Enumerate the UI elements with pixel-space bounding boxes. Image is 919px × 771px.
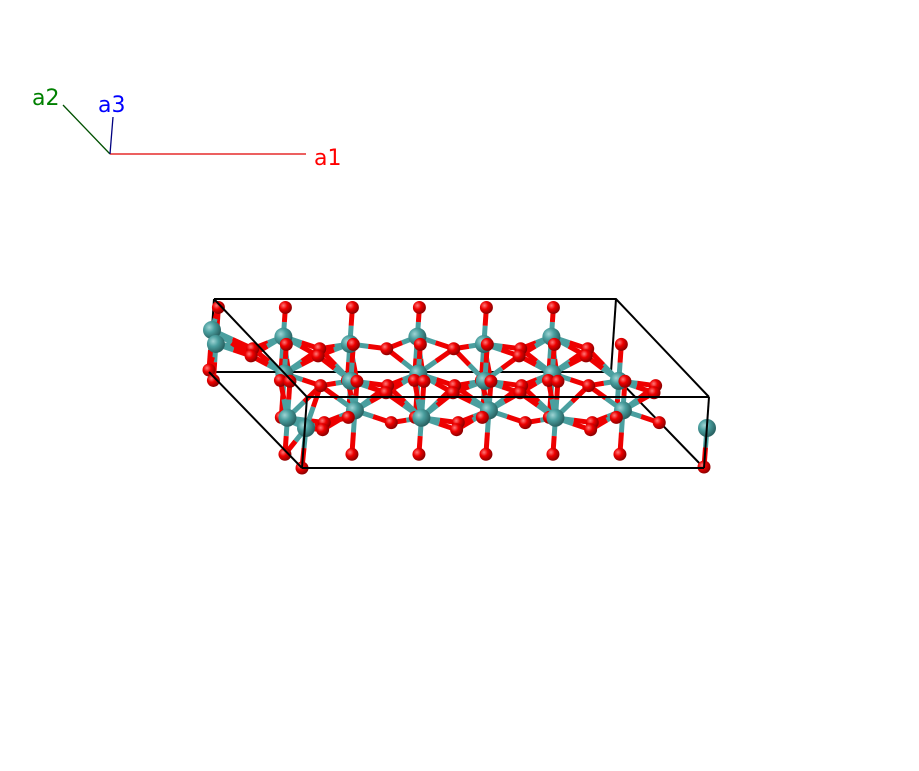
axis-a3-line bbox=[109, 116, 114, 155]
oxygen-atom[interactable] bbox=[341, 410, 355, 424]
oxygen-atom[interactable] bbox=[480, 337, 494, 351]
oxygen-atom[interactable] bbox=[450, 423, 464, 437]
oxygen-atom[interactable] bbox=[613, 447, 627, 461]
oxygen-atom[interactable] bbox=[314, 379, 328, 393]
oxygen-atom[interactable] bbox=[311, 349, 325, 363]
oxygen-atom[interactable] bbox=[384, 416, 398, 430]
oxygen-atom[interactable] bbox=[512, 349, 526, 363]
oxygen-atom[interactable] bbox=[447, 342, 461, 356]
oxygen-atom[interactable] bbox=[206, 373, 220, 387]
oxygen-atom[interactable] bbox=[609, 410, 623, 424]
oxygen-atom[interactable] bbox=[479, 300, 493, 314]
oxygen-atom[interactable] bbox=[278, 447, 292, 461]
oxygen-atom[interactable] bbox=[475, 410, 489, 424]
oxygen-atom[interactable] bbox=[283, 374, 297, 388]
oxygen-atom[interactable] bbox=[407, 373, 421, 387]
oxygen-atom[interactable] bbox=[345, 300, 359, 314]
axis-a2-label: a2 bbox=[32, 86, 59, 111]
oxygen-atom[interactable] bbox=[350, 374, 364, 388]
oxygen-atom[interactable] bbox=[278, 300, 292, 314]
oxygen-atom[interactable] bbox=[346, 337, 360, 351]
oxygen-atom[interactable] bbox=[211, 300, 225, 314]
axis-a2-line bbox=[62, 104, 111, 155]
oxygen-atom[interactable] bbox=[652, 416, 666, 430]
oxygen-atom[interactable] bbox=[551, 374, 565, 388]
atoms-layer bbox=[202, 300, 716, 475]
axis-indicator: a1 a2 a3 bbox=[32, 86, 341, 171]
oxygen-atom[interactable] bbox=[345, 447, 359, 461]
metal-atom[interactable] bbox=[297, 419, 315, 437]
oxygen-atom[interactable] bbox=[273, 373, 287, 387]
oxygen-atom[interactable] bbox=[279, 337, 293, 351]
metal-atom[interactable] bbox=[412, 408, 431, 427]
oxygen-atom[interactable] bbox=[546, 300, 560, 314]
oxygen-atom[interactable] bbox=[582, 379, 596, 393]
oxygen-atom[interactable] bbox=[546, 447, 560, 461]
oxygen-atom[interactable] bbox=[484, 374, 498, 388]
oxygen-atom[interactable] bbox=[579, 349, 593, 363]
metal-atom[interactable] bbox=[206, 334, 225, 353]
oxygen-atom[interactable] bbox=[584, 423, 598, 437]
oxygen-atom[interactable] bbox=[316, 423, 330, 437]
metal-atom[interactable] bbox=[203, 321, 221, 339]
oxygen-atom[interactable] bbox=[417, 374, 431, 388]
metal-atom[interactable] bbox=[278, 408, 297, 427]
metal-atom[interactable] bbox=[546, 408, 565, 427]
oxygen-atom[interactable] bbox=[244, 349, 258, 363]
oxygen-atom[interactable] bbox=[413, 337, 427, 351]
oxygen-atom[interactable] bbox=[547, 337, 561, 351]
axis-a3-label: a3 bbox=[98, 93, 125, 118]
oxygen-atom[interactable] bbox=[541, 373, 555, 387]
oxygen-atom[interactable] bbox=[380, 342, 394, 356]
unit-cell-front-edges bbox=[208, 298, 710, 469]
oxygen-atom[interactable] bbox=[412, 300, 426, 314]
oxygen-atom[interactable] bbox=[479, 447, 493, 461]
oxygen-atom[interactable] bbox=[618, 374, 632, 388]
oxygen-atom[interactable] bbox=[412, 447, 426, 461]
oxygen-atom[interactable] bbox=[202, 363, 216, 377]
axis-a1-label: a1 bbox=[314, 146, 341, 171]
oxygen-atom[interactable] bbox=[518, 416, 532, 430]
oxygen-atom[interactable] bbox=[614, 337, 628, 351]
